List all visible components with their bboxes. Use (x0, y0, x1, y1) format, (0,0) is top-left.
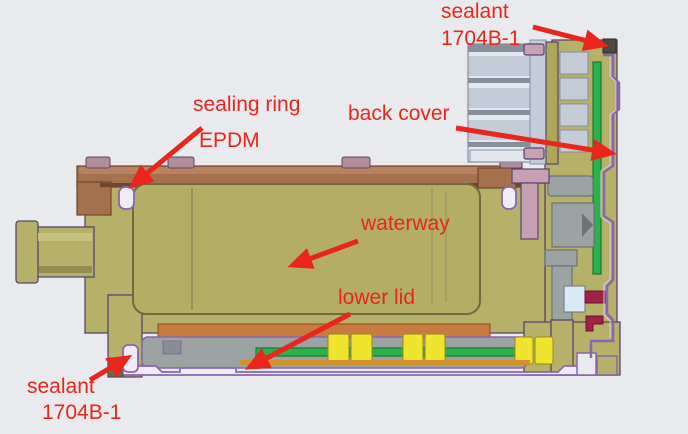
arrow-back-cover (455, 125, 617, 161)
pipe-flange (15, 220, 39, 284)
pipe-shadow (38, 266, 92, 273)
component (534, 336, 554, 365)
arrow-sealant-bottom (88, 354, 133, 383)
label-waterway: waterway (361, 212, 450, 235)
pcb-vertical (592, 61, 602, 275)
component (350, 333, 373, 364)
motor-plate (545, 41, 559, 165)
rail-left-block (76, 181, 112, 216)
sealant-bead-top (602, 38, 617, 54)
arrow-sealing-ring (128, 126, 204, 189)
arrow-lower-lid (244, 311, 352, 370)
component (402, 333, 424, 364)
waterway-cavity (132, 183, 481, 315)
bay-trim (240, 360, 530, 365)
rail-highlight (79, 167, 520, 174)
cover-foot (596, 355, 618, 376)
sealing-ring-right (501, 186, 517, 210)
lamination (559, 51, 589, 75)
component (514, 336, 534, 365)
arrow-sealant-top (532, 24, 609, 51)
annotation-arrows (88, 24, 617, 383)
waterway-chamber (132, 183, 481, 315)
pipe-highlight (38, 233, 92, 241)
cavity-tab (162, 340, 182, 355)
chamber-seam (431, 188, 447, 305)
back-cover (576, 42, 621, 376)
arrow-waterway (287, 238, 359, 269)
label-sealing-ring: sealing ring (193, 93, 301, 116)
flange-washer (523, 147, 545, 160)
label-sealant-bottom: sealant (27, 375, 95, 398)
lamination (559, 103, 589, 127)
bearing-mount (544, 175, 595, 329)
inlet-pipe (15, 220, 95, 284)
label-sealant-bottom-code: 1704B-1 (42, 401, 122, 424)
component (424, 333, 446, 364)
sealing-ring-left (118, 186, 135, 210)
crimson-hook (585, 315, 604, 332)
stud (85, 156, 111, 169)
cover-notch (576, 352, 597, 376)
sealing-rings (118, 186, 517, 210)
electronics-bay (141, 323, 554, 369)
label-back-cover: back cover (348, 102, 450, 125)
component (327, 333, 350, 364)
flange-washer (523, 43, 545, 56)
pcb-horizontal (255, 347, 527, 357)
label-sealant-top: sealant (441, 0, 509, 23)
crimson-clip (584, 290, 606, 304)
stud (341, 156, 371, 169)
shaft-tip (582, 213, 593, 237)
label-lower-lid: lower lid (338, 286, 416, 309)
back-cover-inner (600, 57, 617, 338)
stud (167, 156, 195, 169)
motor-flange (529, 39, 547, 165)
lamination (559, 77, 589, 101)
rail-right-bracket (477, 167, 517, 189)
label-sealant-top-code: 1704B-1 (441, 27, 521, 50)
impeller-shaft (511, 168, 550, 240)
label-sealing-ring-material: EPDM (199, 129, 260, 152)
connector-block (563, 285, 586, 313)
